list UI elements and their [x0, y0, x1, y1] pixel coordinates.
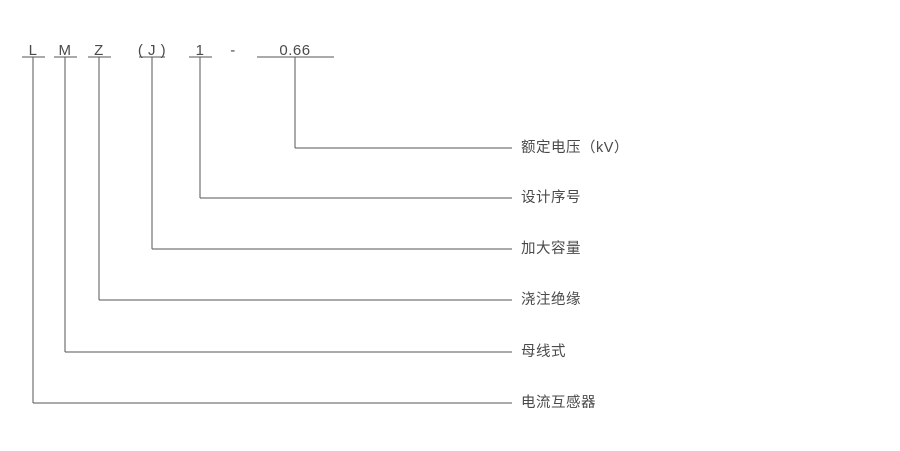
leader-design-serial-text: 设计序号: [521, 189, 581, 206]
token-j: ( J ): [137, 42, 167, 59]
token-dash: -: [230, 42, 236, 59]
token-z: Z: [94, 42, 104, 59]
token-066: 0.66: [279, 42, 311, 59]
token-l: L: [28, 42, 38, 59]
leader-increased-capacity-text: 加大容量: [521, 240, 581, 257]
token-m: M: [58, 42, 72, 59]
leader-rated-voltage-text: 额定电压（kV）: [521, 139, 629, 156]
leader-cast-insulation-text: 浇注绝缘: [521, 291, 581, 308]
token-1: 1: [195, 42, 205, 59]
leader-busbar-type-text: 母线式: [521, 343, 566, 360]
leader-line-group: [32, 57, 512, 404]
leader-current-transformer-text: 电流互感器: [521, 394, 596, 411]
